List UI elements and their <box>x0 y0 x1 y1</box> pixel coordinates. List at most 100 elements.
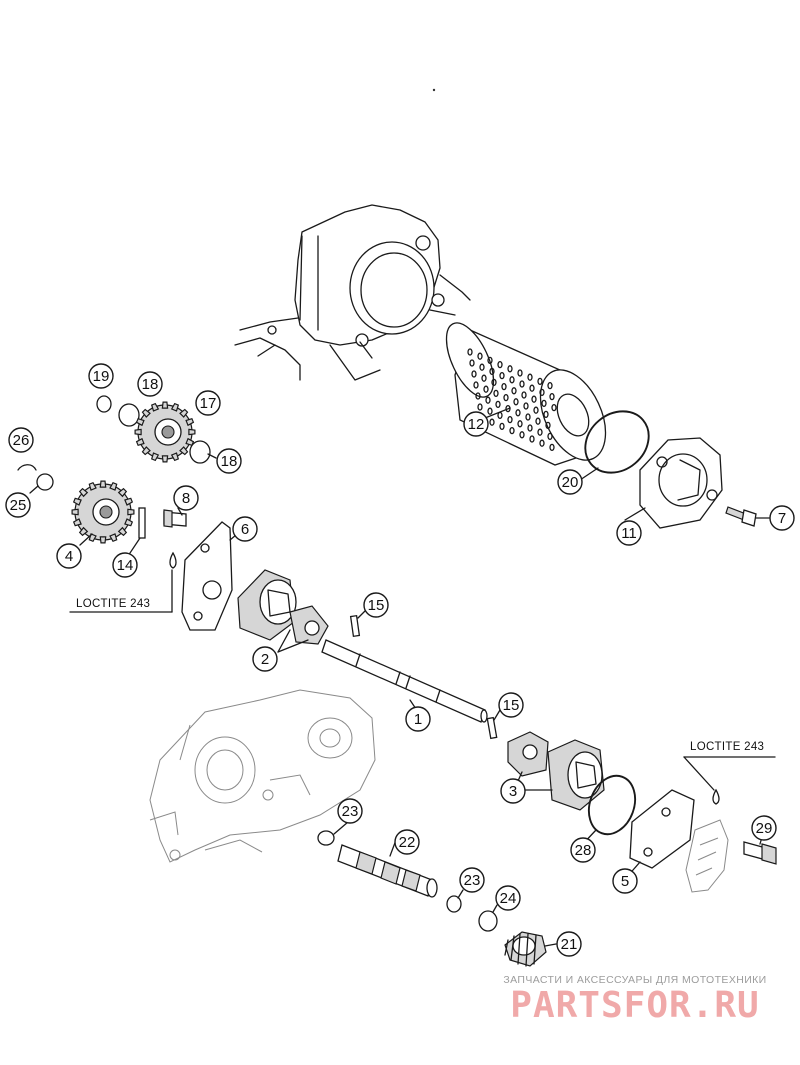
loctite-right-leader <box>683 756 715 791</box>
callout-c23b: 23 <box>459 867 485 893</box>
o-ring-24 <box>478 910 498 932</box>
filter-hole <box>487 407 493 415</box>
filter-hole <box>527 373 533 381</box>
filter-hole <box>467 348 473 356</box>
filter-hole <box>507 365 513 373</box>
callout-circle <box>88 363 114 389</box>
gear-4 <box>71 480 135 544</box>
filter-hole <box>475 392 481 400</box>
callout-c7: 7 <box>769 505 795 531</box>
gear-tooth <box>78 526 89 537</box>
callout-number: 7 <box>778 510 786 527</box>
filter-perforations <box>467 348 557 452</box>
gasket-6 <box>181 521 233 631</box>
callout-circle <box>5 492 31 518</box>
callout-c21: 21 <box>556 931 582 957</box>
callout-labels: 1234567811121415151718181920212223232425… <box>5 363 795 957</box>
filter-hole <box>537 428 543 436</box>
gear-tooth <box>99 536 107 544</box>
gear-tooth <box>179 408 189 418</box>
callout-c28: 28 <box>570 837 596 863</box>
shaft-22 <box>337 844 438 898</box>
washer-18-upper <box>118 403 140 427</box>
callout-circle <box>459 867 485 893</box>
callout-number: 25 <box>10 497 27 514</box>
callout-circle <box>612 868 638 894</box>
gear-tooth <box>78 487 89 498</box>
filter-hole <box>493 389 499 398</box>
callout-c24: 24 <box>495 885 521 911</box>
callout-number: 3 <box>509 783 517 800</box>
filter-hole <box>547 381 553 390</box>
filter-hole <box>509 426 515 435</box>
filter-hole <box>477 352 483 360</box>
engine-case-fragment-right <box>685 819 729 893</box>
callout-c15b: 15 <box>498 692 524 718</box>
gear-tooth <box>109 481 118 491</box>
callout-circle <box>56 543 82 569</box>
callout-number: 28 <box>575 842 592 859</box>
callout-circle <box>232 516 258 542</box>
loctite-left-label: LOCTITE 243 <box>76 598 150 610</box>
filter-hole <box>517 369 523 377</box>
callout-c2: 2 <box>252 646 278 672</box>
gear-tooth <box>71 508 79 516</box>
callout-circle <box>137 371 163 397</box>
watermark-tagline: ЗАПЧАСТИ И АКСЕССУАРЫ ДЛЯ МОТОТЕХНИКИ <box>503 974 767 986</box>
filter-hole <box>513 398 519 406</box>
callout-c18b: 18 <box>216 448 242 474</box>
callout-circle <box>500 778 526 804</box>
o-ring-23-upper <box>317 830 335 846</box>
callout-c20: 20 <box>557 469 583 495</box>
circlip-26 <box>17 464 37 471</box>
callout-number: 8 <box>182 490 190 507</box>
filter-hole <box>539 439 545 447</box>
callout-c22: 22 <box>394 829 420 855</box>
callout-c5: 5 <box>612 868 638 894</box>
gear-tooth <box>99 480 107 488</box>
callout-circle <box>394 829 420 855</box>
circlip-19 <box>96 395 112 413</box>
callout-number: 4 <box>65 548 73 565</box>
gear-tooth <box>72 518 82 527</box>
callout-number: 2 <box>261 651 269 668</box>
engine-case-upper <box>234 204 471 381</box>
filter-hole <box>499 422 505 431</box>
callout-circle <box>173 485 199 511</box>
callout-circle <box>570 837 596 863</box>
gear-tooth <box>161 401 169 409</box>
callout-circle <box>337 798 363 824</box>
gear-tooth <box>117 526 128 537</box>
gear-tooth <box>124 518 134 527</box>
filter-hole <box>483 385 489 393</box>
callout-number: 15 <box>503 697 520 714</box>
callout-number: 29 <box>756 820 773 837</box>
callout-number: 21 <box>561 936 578 953</box>
callout-c26: 26 <box>8 427 34 453</box>
pump-rotor-lower <box>547 739 605 811</box>
gear-tooth <box>179 446 189 456</box>
washer-18-lower <box>189 440 211 464</box>
callout-c1: 1 <box>405 706 431 732</box>
filter-hole <box>479 363 485 371</box>
gear-tooth <box>127 508 135 516</box>
pump-shaft-1 <box>321 639 488 723</box>
callout-number: 22 <box>399 834 416 851</box>
filter-hole <box>547 432 553 441</box>
callout-c19: 19 <box>88 363 114 389</box>
callout-circle <box>112 552 138 578</box>
callout-c23a: 23 <box>337 798 363 824</box>
callout-c3: 3 <box>500 778 526 804</box>
gear-tooth <box>188 428 196 436</box>
callout-number: 23 <box>342 803 359 820</box>
filter-hole <box>529 435 535 443</box>
callout-number: 11 <box>621 525 637 542</box>
engine-case-lower <box>149 689 376 863</box>
filter-hole <box>501 382 507 391</box>
screw-8 <box>163 509 187 569</box>
callout-number: 1 <box>414 711 422 728</box>
callout-number: 23 <box>464 872 481 889</box>
callout-circle <box>495 885 521 911</box>
gear-tooth <box>135 437 145 447</box>
